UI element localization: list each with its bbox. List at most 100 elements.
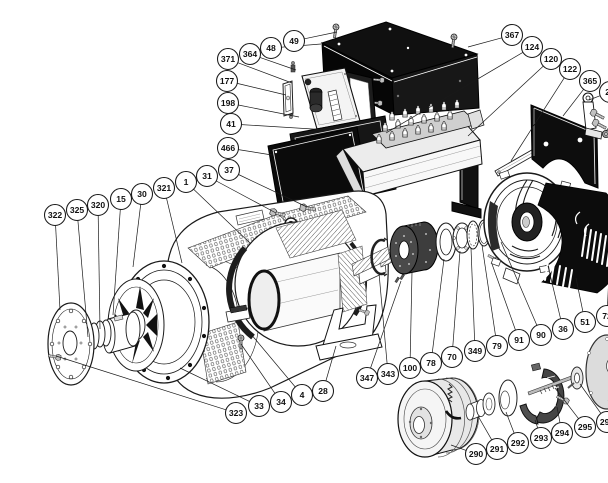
svg-text:364: 364 bbox=[243, 49, 258, 59]
lid-screw-left bbox=[332, 24, 340, 39]
svg-text:320: 320 bbox=[91, 200, 106, 210]
balloon-365: 365 bbox=[580, 71, 601, 92]
leader-line-49 bbox=[304, 32, 337, 39]
svg-text:31: 31 bbox=[202, 171, 212, 181]
svg-text:325: 325 bbox=[70, 205, 85, 215]
svg-text:79: 79 bbox=[492, 341, 502, 351]
avr-bracket bbox=[283, 81, 293, 116]
svg-text:100: 100 bbox=[403, 363, 418, 373]
balloon-120: 120 bbox=[541, 49, 562, 70]
leader-line-291 bbox=[478, 416, 492, 440]
balloon-343: 343 bbox=[378, 364, 399, 385]
leader-line-365 bbox=[563, 89, 584, 116]
balloon-34: 34 bbox=[271, 392, 292, 413]
svg-text:90: 90 bbox=[536, 330, 546, 340]
svg-text:367: 367 bbox=[505, 30, 520, 40]
svg-text:292: 292 bbox=[511, 438, 526, 448]
flange-disc bbox=[48, 303, 94, 385]
balloon-364: 364 bbox=[240, 44, 261, 65]
svg-text:291: 291 bbox=[490, 444, 505, 454]
svg-text:466: 466 bbox=[221, 143, 236, 153]
balloon-322: 322 bbox=[45, 205, 66, 226]
svg-text:49: 49 bbox=[289, 36, 299, 46]
balloon-48: 48 bbox=[261, 38, 282, 59]
balloon-321: 321 bbox=[154, 178, 175, 199]
svg-text:28: 28 bbox=[318, 386, 328, 396]
balloon-367: 367 bbox=[502, 25, 523, 46]
leader-line-70 bbox=[453, 251, 460, 347]
balloon-91: 91 bbox=[509, 330, 530, 351]
svg-text:15: 15 bbox=[116, 194, 126, 204]
leader-line-349 bbox=[471, 248, 475, 341]
leader-line-177 bbox=[237, 83, 286, 95]
svg-text:70: 70 bbox=[447, 352, 457, 362]
balloon-293: 293 bbox=[531, 428, 552, 449]
svg-text:198: 198 bbox=[221, 98, 236, 108]
svg-text:37: 37 bbox=[224, 165, 234, 175]
balloon-70: 70 bbox=[442, 347, 463, 368]
balloon-4: 4 bbox=[292, 385, 313, 406]
balloon-323: 323 bbox=[226, 403, 247, 424]
balloon-21: 21 bbox=[600, 82, 608, 103]
balloon-33: 33 bbox=[249, 396, 270, 417]
svg-text:177: 177 bbox=[220, 76, 235, 86]
balloon-51: 51 bbox=[575, 312, 596, 333]
balloon-291: 291 bbox=[487, 439, 508, 460]
balloon-371: 371 bbox=[218, 49, 239, 70]
balloon-15: 15 bbox=[111, 189, 132, 210]
balloon-31: 31 bbox=[197, 166, 218, 187]
balloon-198: 198 bbox=[218, 93, 239, 114]
wave-washer bbox=[467, 221, 479, 249]
svg-text:1: 1 bbox=[184, 177, 189, 187]
balloon-295: 295 bbox=[575, 417, 596, 438]
svg-text:293: 293 bbox=[534, 433, 549, 443]
balloon-347: 347 bbox=[357, 368, 378, 389]
balloon-296: 296 bbox=[597, 412, 608, 433]
brake-back-plate bbox=[586, 335, 608, 409]
balloon-28: 28 bbox=[313, 381, 334, 402]
balloon-79: 79 bbox=[487, 336, 508, 357]
svg-text:72: 72 bbox=[602, 311, 608, 321]
balloon-290: 290 bbox=[466, 444, 487, 465]
balloon-49: 49 bbox=[284, 31, 305, 52]
balloon-37: 37 bbox=[219, 160, 240, 181]
svg-text:120: 120 bbox=[544, 54, 559, 64]
svg-text:33: 33 bbox=[254, 401, 264, 411]
leader-line-322 bbox=[56, 226, 60, 311]
svg-text:371: 371 bbox=[221, 54, 236, 64]
balloon-177: 177 bbox=[217, 71, 238, 92]
leader-line-367 bbox=[468, 38, 502, 47]
balloon-349: 349 bbox=[465, 341, 486, 362]
leader-line-78 bbox=[432, 259, 444, 353]
svg-text:347: 347 bbox=[360, 373, 375, 383]
svg-text:78: 78 bbox=[426, 358, 436, 368]
balloon-294: 294 bbox=[552, 423, 573, 444]
svg-text:41: 41 bbox=[226, 119, 236, 129]
svg-text:4: 4 bbox=[300, 390, 305, 400]
svg-text:295: 295 bbox=[578, 422, 593, 432]
balloon-124: 124 bbox=[522, 37, 543, 58]
balloon-122: 122 bbox=[560, 59, 581, 80]
svg-text:323: 323 bbox=[229, 408, 244, 418]
leader-line-100 bbox=[410, 272, 412, 358]
svg-text:91: 91 bbox=[514, 335, 524, 345]
svg-text:51: 51 bbox=[580, 317, 590, 327]
svg-text:124: 124 bbox=[525, 42, 540, 52]
balloon-41: 41 bbox=[221, 114, 242, 135]
svg-text:34: 34 bbox=[276, 397, 286, 407]
exciter-rotor bbox=[390, 222, 438, 274]
drive-pins bbox=[395, 274, 405, 283]
balloon-100: 100 bbox=[400, 358, 421, 379]
svg-text:122: 122 bbox=[563, 64, 578, 74]
balloon-1: 1 bbox=[176, 172, 197, 193]
svg-text:294: 294 bbox=[555, 428, 570, 438]
balloon-72: 72 bbox=[597, 306, 608, 327]
leader-line-364 bbox=[260, 57, 296, 70]
brake-cone bbox=[499, 380, 517, 416]
svg-text:296: 296 bbox=[600, 417, 608, 427]
balloon-30: 30 bbox=[132, 184, 153, 205]
svg-text:343: 343 bbox=[381, 369, 396, 379]
leader-line-466 bbox=[238, 150, 272, 155]
svg-text:349: 349 bbox=[468, 346, 483, 356]
